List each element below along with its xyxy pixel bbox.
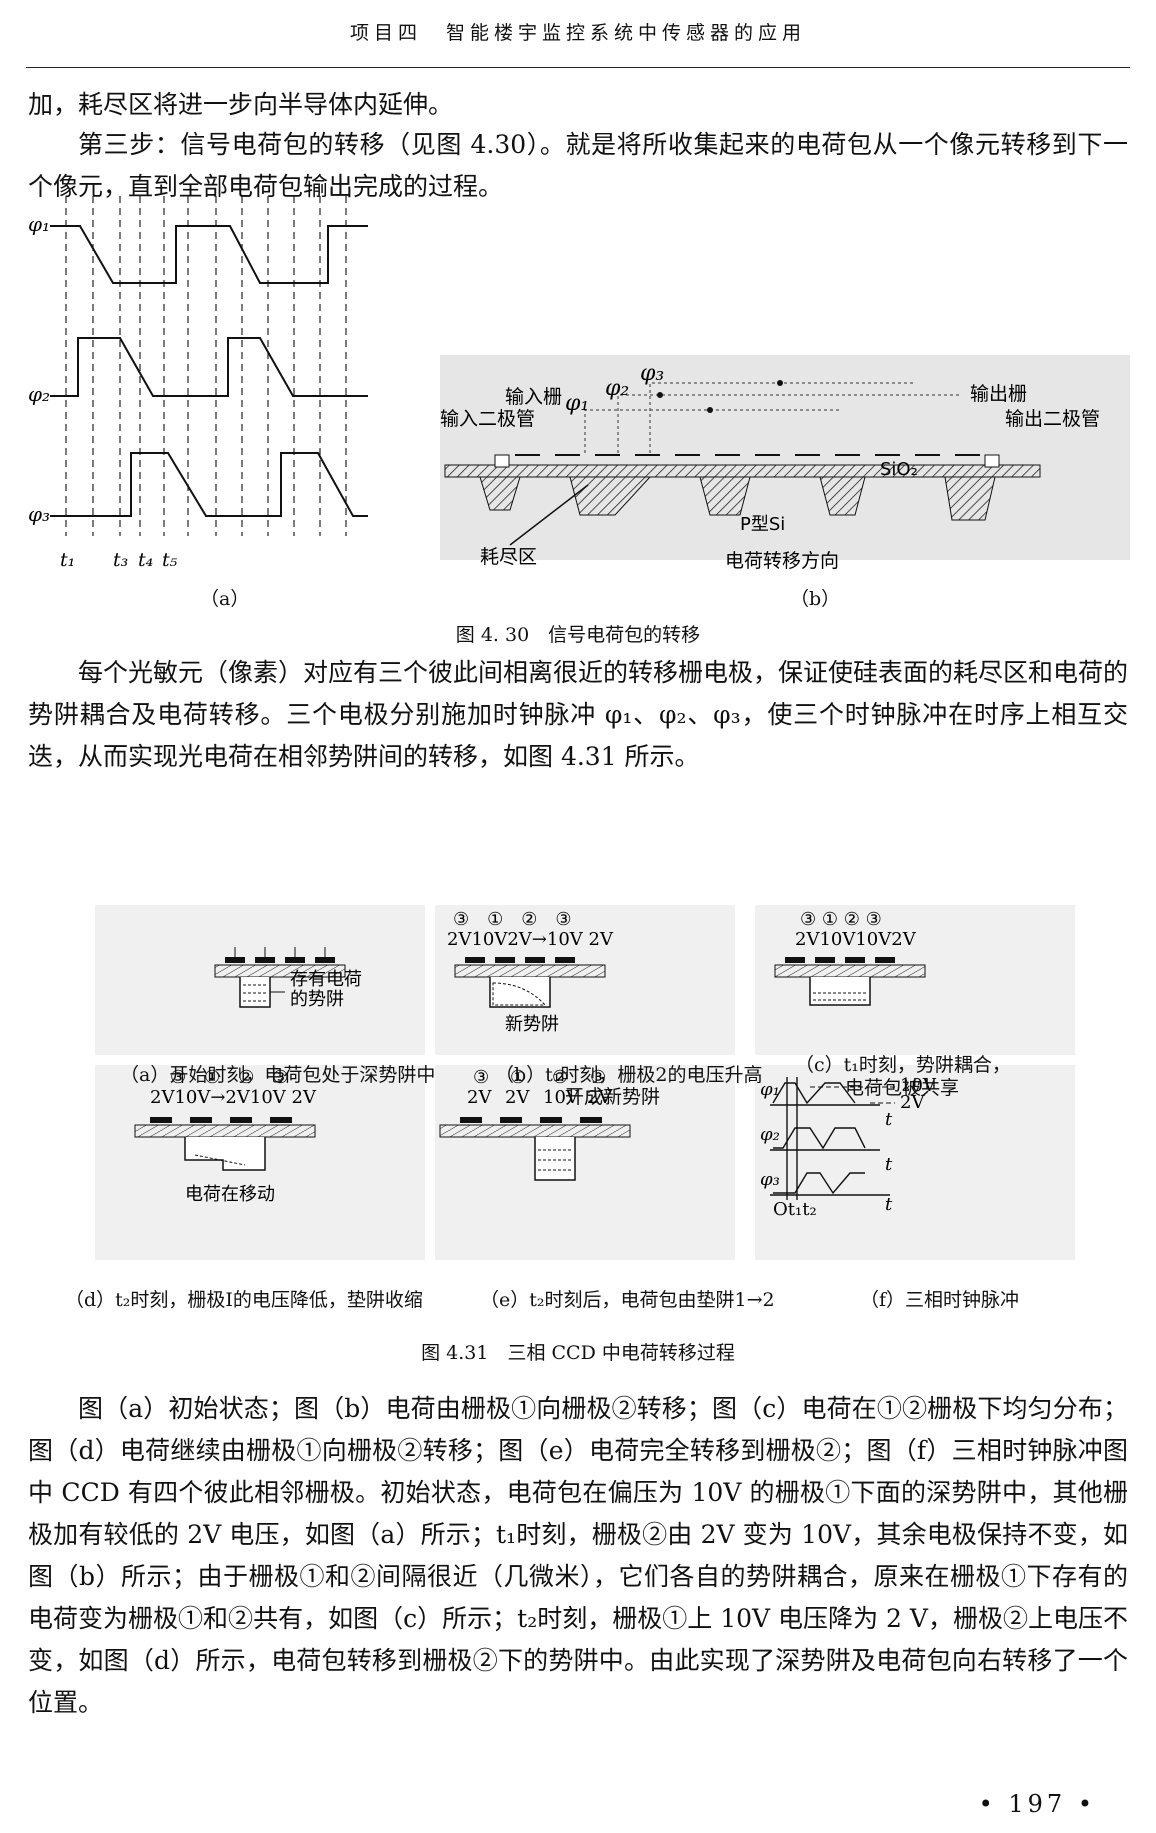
a-note-2: 的势阱 xyxy=(290,989,344,1010)
fig431-caption-e: （e）t₂时刻后，电荷包由垫阱1→2 xyxy=(480,1289,775,1311)
fig431-caption-c1: （c）t₁时刻，势阱耦合， xyxy=(795,1054,1011,1076)
paragraph-3: 图（a）初始状态；图（b）电荷由栅极①向栅极②转移；图（c）电荷在①②栅极下均匀… xyxy=(28,1394,1128,1717)
input-gate-label: 输入栅 xyxy=(505,386,562,408)
f-10v: 10V xyxy=(900,1075,937,1096)
fig431-caption-c2: 电荷包被共享 xyxy=(845,1077,960,1099)
phi2-label: φ₂ xyxy=(28,382,50,406)
d-gates: ③ ① ② ③ xyxy=(170,1067,289,1088)
c-gates: ③ ① ② ③ xyxy=(800,909,882,930)
figure-4-30-caption: 图 4. 30 信号电荷包的转移 xyxy=(455,624,701,646)
output-gate-label: 输出栅 xyxy=(970,383,1027,405)
fig430-sublabel-b: （b） xyxy=(790,588,841,610)
paragraph-1: 第三步：信号电荷包的转移（见图 4.30）。就是将所收集起来的电荷包从一个像元转… xyxy=(28,130,1128,201)
e-volt-4: 2V xyxy=(587,1087,612,1108)
f-t-3: t xyxy=(885,1194,893,1215)
running-header: 项目四 智能楼宇监控系统中传感器的应用 xyxy=(349,22,806,44)
fig431-caption-a: （a）开始时刻，电荷包处于深势阱中 xyxy=(120,1064,436,1086)
b-gates: ③ ① ② ③ xyxy=(453,909,572,930)
a-note-1: 存有电荷 xyxy=(290,969,362,990)
b-phi2-label: φ₂ xyxy=(605,376,629,401)
figure-4-30b-ccd-section: 输入二极管 输入栅 φ₁ φ₂ φ₃ 输出栅 输出二极管 SiO₂ P型Si 耗… xyxy=(440,355,1130,572)
b-phi3-label: φ₃ xyxy=(640,361,664,386)
phi1-label: φ₁ xyxy=(28,212,50,236)
e-gate-2: ① xyxy=(510,1067,526,1088)
header-rule xyxy=(26,67,1130,68)
fig431-caption-b2: 开成新势阱 xyxy=(565,1086,661,1108)
figure-4-31-panels: 存有电荷 的势阱 ③ ① ② ③ 2V10V2V→10V 2V 新势阱 ③ ① … xyxy=(95,905,1075,1260)
direction-label: 电荷转移方向 xyxy=(725,550,839,572)
p-si-label: P型Si xyxy=(740,514,785,535)
e-volt-1: 2V xyxy=(467,1087,492,1108)
f-origin: Ot₁t₂ xyxy=(773,1199,817,1220)
b-volts: 2V10V2V→10V 2V xyxy=(447,929,614,950)
fig431-caption-b1: （b）t₁时刻，栅极2的电压升高 xyxy=(495,1064,763,1086)
fig431-caption-d: （d）t₂时刻，栅极I的电压降低，垫阱收缩 xyxy=(65,1289,423,1311)
b-phi1-label: φ₁ xyxy=(565,391,589,416)
c-volts: 2V10V10V2V xyxy=(795,929,917,950)
sio2-label: SiO₂ xyxy=(880,459,918,480)
e-volt-2: 2V xyxy=(505,1087,530,1108)
d-volts: 2V10V→2V10V 2V xyxy=(150,1087,317,1108)
t5-label: t₅ xyxy=(162,549,178,571)
paragraph-0: 加，耗尽区将进一步向半导体内延伸。 xyxy=(28,90,454,119)
f-t-2: t xyxy=(885,1154,893,1175)
depletion-label: 耗尽区 xyxy=(480,546,537,568)
f-2v: 2V xyxy=(900,1092,925,1113)
f-phi1: φ₁ xyxy=(760,1079,780,1100)
output-diode-label: 输出二极管 xyxy=(1005,408,1100,430)
t1-label: t₁ xyxy=(60,549,75,571)
b-note: 新势阱 xyxy=(505,1014,559,1035)
f-t-1: t xyxy=(885,1109,893,1130)
f-phi2: φ₂ xyxy=(760,1124,780,1145)
e-volt-3: 10V xyxy=(543,1087,580,1108)
f-phi3: φ₃ xyxy=(760,1169,780,1190)
e-gate-3: ② xyxy=(552,1067,568,1088)
phi3-label: φ₃ xyxy=(28,502,50,526)
figure-4-31-caption: 图 4.31 三相 CCD 中电荷转移过程 xyxy=(421,1342,735,1364)
e-gate-4: ③ xyxy=(590,1067,606,1088)
fig430-sublabel-a: （a） xyxy=(200,588,250,610)
input-diode-label: 输入二极管 xyxy=(440,408,535,430)
t4-label: t₄ xyxy=(138,549,153,571)
d-note: 电荷在移动 xyxy=(185,1184,275,1205)
fig431-caption-f: （f）三相时钟脉冲 xyxy=(860,1289,1020,1311)
figure-4-30a-timing: φ₁ φ₂ φ₃ t₁ t₃ t₄ t₅ xyxy=(28,196,368,571)
t3-label: t₃ xyxy=(113,549,128,571)
e-gate-1: ③ xyxy=(473,1067,489,1088)
paragraph-2: 每个光敏元（像素）对应有三个彼此间相离很近的转移栅电极，保证使硅表面的耗尽区和电… xyxy=(28,658,1129,771)
page-number: • 197 • xyxy=(978,1790,1096,1818)
